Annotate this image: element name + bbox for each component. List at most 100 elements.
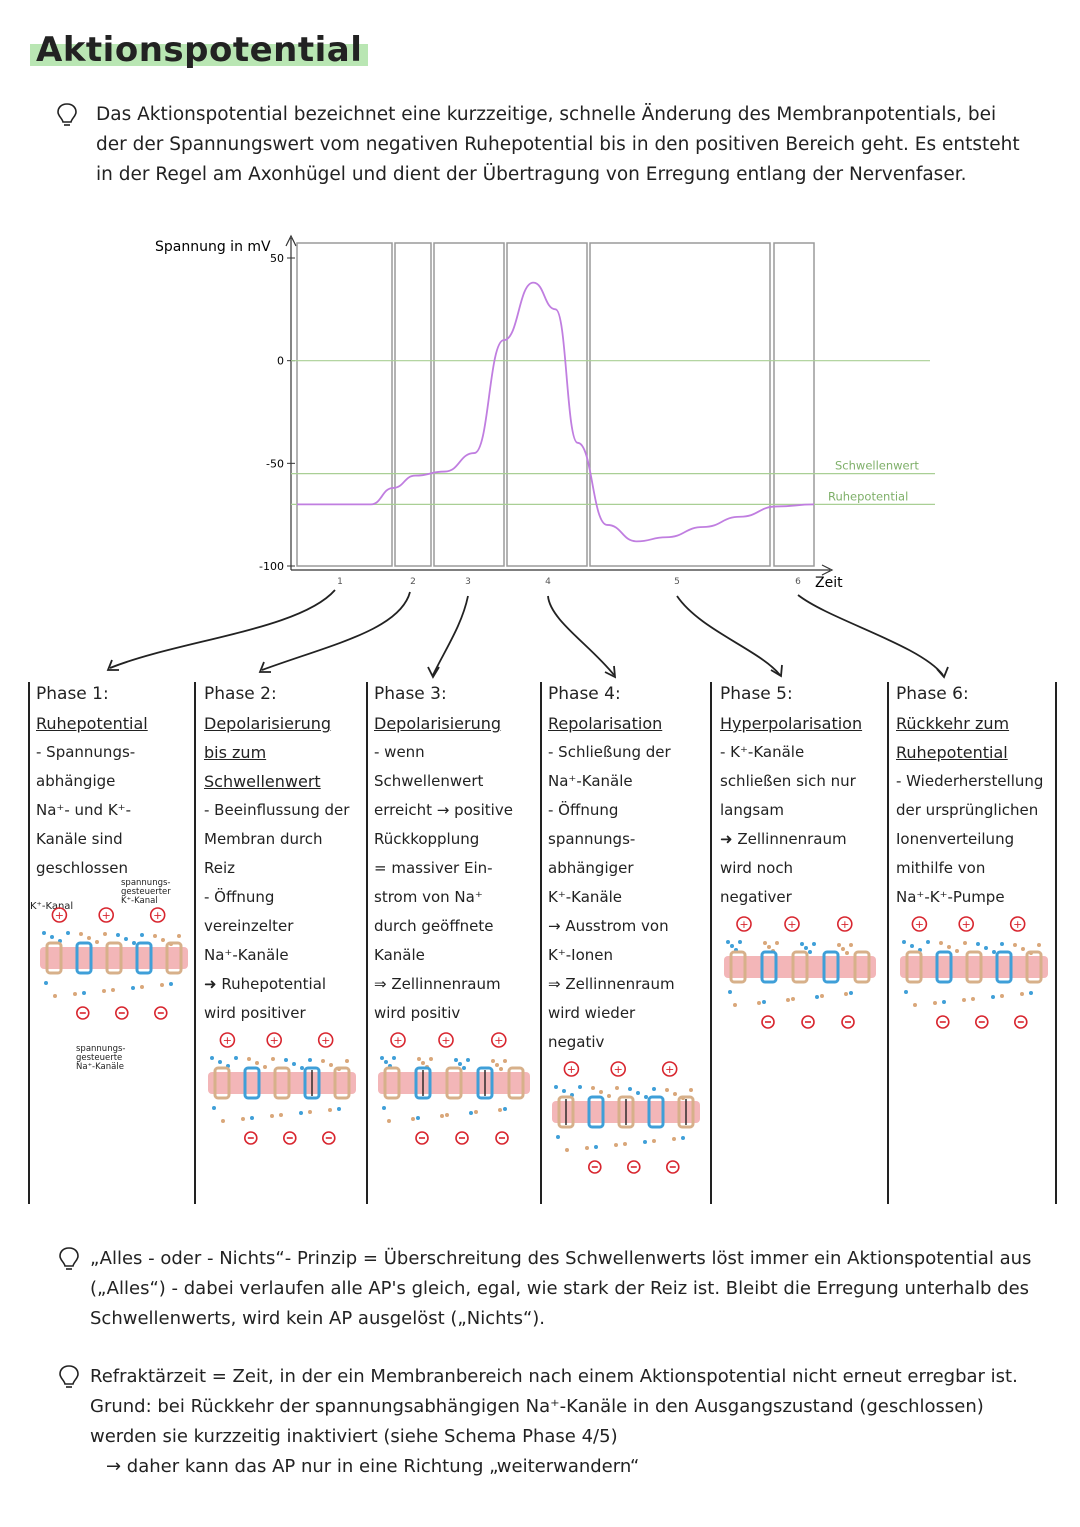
ion-dot: [767, 945, 771, 949]
membrane-diagram: K⁺-Kanal spannungs- gesteuerter K⁺-Kanal…: [30, 879, 192, 1083]
plus-sign: +: [153, 909, 162, 922]
ion-channel-icon: [557, 1095, 575, 1129]
ion-channel-icon: [965, 950, 983, 984]
plus-sign: +: [840, 918, 849, 931]
negative-charge-icon: [587, 1160, 602, 1174]
positive-charge-icon: [390, 1032, 406, 1048]
ion-dot: [820, 994, 824, 998]
membrane-bilayer: [724, 956, 876, 978]
phase-2: Phase 2: Depolarisierung bis zum Schwell…: [204, 680, 364, 1182]
ion-channel-icon: [729, 950, 747, 984]
ion-dot: [218, 1060, 222, 1064]
plus-sign: +: [270, 1034, 279, 1047]
ion-dot: [308, 1058, 312, 1062]
ion-channel-icon: [243, 1066, 261, 1100]
plus-sign: +: [321, 1034, 330, 1047]
negative-charge-icon: [154, 1006, 168, 1020]
arrow-phase-3: [432, 595, 469, 676]
ion-dot: [73, 992, 77, 996]
plus-sign: +: [614, 1063, 623, 1076]
ion-channel-icon: [617, 1095, 635, 1129]
ion-dot: [474, 1110, 478, 1114]
ion-dot: [445, 1113, 449, 1117]
ion-channel-icon: [303, 1066, 321, 1100]
negative-charge-icon: [415, 1131, 429, 1145]
ion-dot: [416, 1116, 420, 1120]
positive-charge-icon: [958, 916, 974, 932]
ion-dot: [939, 941, 943, 945]
ion-channel-icon: [414, 1066, 432, 1100]
negative-charge-icon: [75, 1006, 90, 1020]
arrow-phase-1: [109, 589, 336, 669]
ion-dot: [578, 1085, 582, 1089]
intro-paragraph: Das Aktionspotential bezeichnet eine kur…: [57, 100, 1020, 190]
ion-dot: [392, 1056, 396, 1060]
positive-charge-icon: [51, 907, 68, 923]
phase-description: - Spannungs- abhängige Na⁺- und K⁺- Kanä…: [36, 743, 136, 877]
ion-dot: [247, 1057, 251, 1061]
ion-dot: [177, 934, 181, 938]
ion-dot: [263, 1065, 267, 1069]
action-potential-chart: Spannung in mV Zeit 500-50-100Schwellenw…: [155, 234, 935, 591]
ion-dot: [384, 1060, 388, 1064]
phase-title: Phase 5:: [720, 684, 793, 704]
label-k-kanal: K⁺-Kanal: [30, 901, 74, 912]
ion-dot: [440, 1114, 444, 1118]
plus-sign: +: [494, 1034, 503, 1047]
ion-dot: [849, 943, 853, 947]
plus-sign: +: [102, 909, 111, 922]
ion-dot: [498, 1108, 502, 1112]
ion-dot: [947, 945, 951, 949]
phase-description: - Wiederherstellung der ursprünglichen I…: [896, 772, 1044, 906]
ion-dot: [210, 1056, 214, 1060]
negative-charge-icon: [975, 1015, 989, 1029]
positive-charge-icon: [736, 916, 752, 932]
plus-sign: +: [962, 918, 971, 931]
membrane-illustration: +++: [900, 916, 1048, 1029]
ion-channel-icon: [213, 1066, 231, 1100]
ion-dot: [614, 1143, 618, 1147]
phase-title: Phase 4:: [548, 684, 621, 704]
y-tick-label: 50: [270, 252, 284, 265]
ion-dot: [102, 989, 106, 993]
positive-charge-icon: [491, 1032, 507, 1048]
reference-line-label: Ruhepotential: [828, 489, 908, 503]
ion-dot: [763, 941, 767, 945]
ion-dot: [933, 1001, 937, 1005]
ion-dot: [271, 1057, 275, 1061]
phase-5: Phase 5: Hyperpolarisation - K⁺-Kanäle s…: [720, 680, 885, 1066]
phase-box-1: [296, 242, 393, 567]
phase-description: - Beeinflussung der Membran durch Reiz -…: [204, 801, 350, 1022]
ion-dot: [955, 949, 959, 953]
negative-charge-icon: [935, 1015, 950, 1029]
x-axis-label: Zeit: [815, 575, 843, 591]
negative-charge-icon: [801, 1015, 815, 1029]
ion-dot: [565, 1148, 569, 1152]
ion-channel-icon: [105, 941, 123, 975]
label-gated-na-channels: spannungs- gesteuerte Na⁺-Kanäle: [76, 1044, 126, 1072]
ion-dot: [594, 1145, 598, 1149]
plus-sign: +: [787, 918, 796, 931]
ion-dot: [808, 950, 812, 954]
page-title: Aktionspotential: [30, 30, 369, 70]
y-tick-label: 0: [277, 355, 284, 368]
phase-1: Phase 1: Ruhepotential - Spannungs- abhä…: [30, 680, 192, 1083]
phase-title: Phase 2:: [204, 684, 277, 704]
ion-channel-icon: [935, 950, 953, 984]
positive-charge-icon: [219, 1032, 236, 1048]
ion-dot: [111, 988, 115, 992]
y-tick-label: -50: [266, 457, 284, 470]
negative-charge-icon: [495, 1131, 509, 1145]
ion-dot: [562, 1089, 566, 1093]
ion-dot: [585, 1146, 589, 1150]
ion-dot: [730, 944, 734, 948]
plus-sign: +: [1013, 918, 1022, 931]
positive-charge-icon: [610, 1061, 626, 1077]
ion-dot: [300, 1066, 304, 1070]
positive-charge-icon: [266, 1032, 282, 1048]
positive-charge-icon: [563, 1061, 580, 1077]
phase-title: Phase 6:: [896, 684, 969, 704]
positive-charge-icon: [98, 907, 114, 923]
ion-dot: [665, 1088, 669, 1092]
membrane-illustration: +++: [378, 1032, 530, 1145]
